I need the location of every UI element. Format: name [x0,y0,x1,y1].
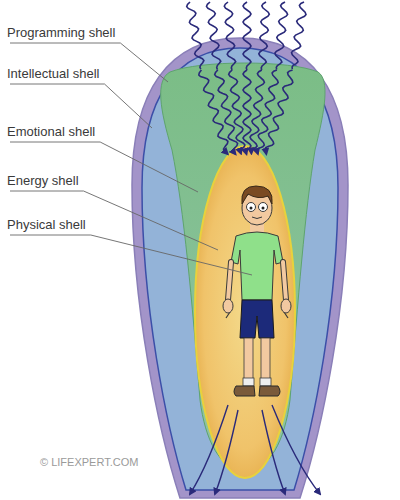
outgoing-arrow [262,410,285,494]
wave-arrow [257,70,278,154]
leader-line [10,235,252,275]
energy-shell [195,146,295,478]
intellectual-shell [142,48,338,490]
shell-label: Physical shell [6,217,87,232]
wave-arrow [243,70,251,154]
outgoing-arrow [215,410,238,494]
outgoing-arrow [190,405,228,494]
wave-arrow [207,2,221,70]
wave-arrow [229,70,245,154]
wave-arrow [224,2,235,70]
shell-label: Energy shell [6,173,80,188]
watermark: © LIFEXPERT.COM [40,456,138,468]
shell-label: Emotional shell [6,124,96,139]
leader-line [10,84,152,128]
wave-arrow [259,2,270,70]
shell-label: Intellectual shell [6,66,101,81]
incoming-waves [187,2,320,494]
wave-arrow [215,70,238,154]
outgoing-arrow [272,405,320,494]
wave-arrow [292,2,307,69]
wave-arrow [275,2,288,70]
wave-arrow [187,2,204,69]
wave-arrow [265,70,293,154]
shell-label: Programming shell [6,25,116,40]
wave-arrow [243,2,251,70]
programming-shell [132,38,348,498]
person-figure [223,186,291,396]
